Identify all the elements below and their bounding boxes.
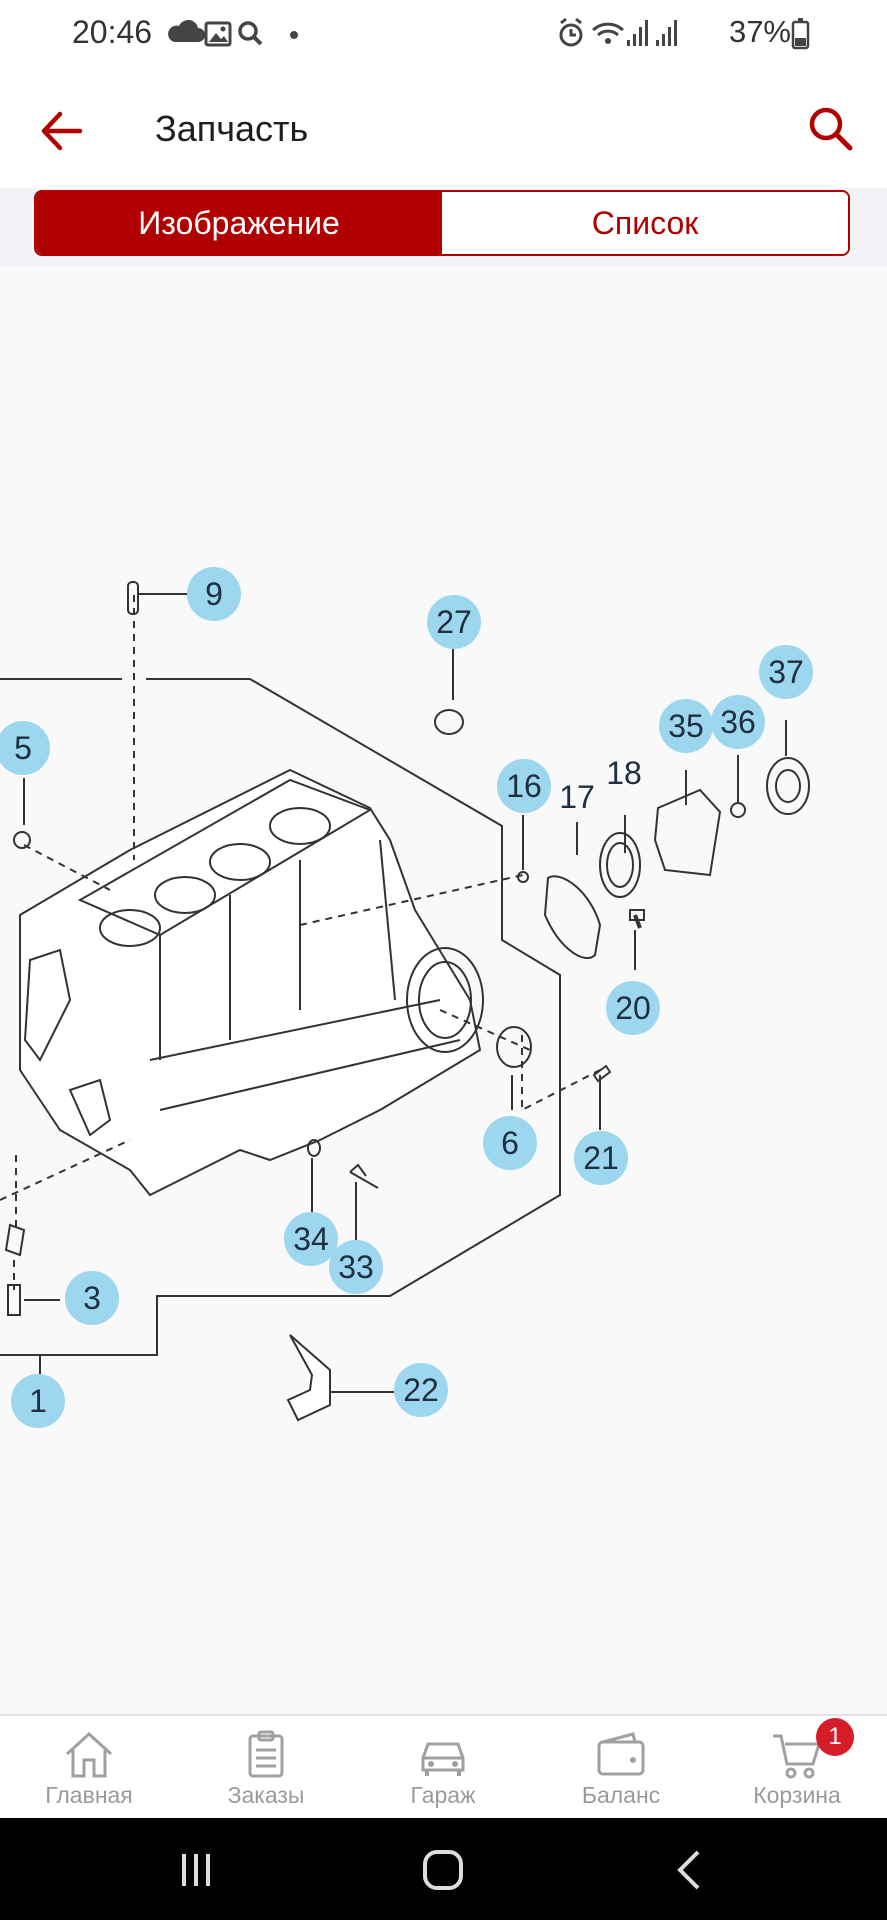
nav-balance[interactable]: Баланс — [546, 1716, 696, 1820]
back-system-button[interactable] — [660, 1848, 720, 1892]
callout-label: 9 — [205, 576, 223, 612]
callout-21[interactable]: 21 — [574, 1131, 628, 1185]
nav-cart[interactable]: 1 Корзина — [722, 1716, 872, 1820]
status-time: 20:46 — [72, 14, 153, 50]
car-icon — [421, 1742, 465, 1776]
callout-label: 16 — [506, 768, 542, 804]
search-icon — [238, 21, 263, 46]
cloud-icon — [168, 19, 205, 42]
bottom-nav: Главная Заказы Гараж Баланс 1 — [0, 1714, 887, 1818]
callout-16[interactable]: 16 — [497, 759, 551, 813]
callout-label: 18 — [606, 755, 642, 791]
signal-icon — [627, 20, 648, 46]
nav-garage[interactable]: Гараж — [368, 1716, 518, 1820]
callout-3[interactable]: 3 — [65, 1271, 119, 1325]
callout-18[interactable]: 18 — [606, 755, 642, 791]
nav-label: Баланс — [581, 1782, 661, 1808]
engine-block-diagram: 9 27 5 16 17 18 35 36 37 20 6 21 34 33 3… — [0, 567, 813, 1428]
callout-label: 21 — [583, 1140, 619, 1176]
callout-label: 37 — [768, 654, 804, 690]
callout-label: 22 — [403, 1372, 439, 1408]
home-circle-icon — [423, 1850, 463, 1890]
tab-image[interactable]: Изображение — [36, 192, 442, 254]
recents-button[interactable] — [166, 1848, 226, 1892]
callout-22[interactable]: 22 — [394, 1363, 448, 1417]
callout-label: 36 — [720, 704, 756, 740]
callout-35[interactable]: 35 — [659, 699, 713, 753]
callout-27[interactable]: 27 — [427, 595, 481, 649]
system-nav-bar — [0, 1818, 887, 1920]
nav-label: Корзина — [753, 1782, 841, 1808]
nav-label: Главная — [45, 1782, 133, 1808]
callout-label: 27 — [436, 604, 472, 640]
callout-1[interactable]: 1 — [11, 1374, 65, 1428]
search-button[interactable] — [805, 103, 857, 155]
cart-icon — [773, 1734, 822, 1779]
dot-icon — [290, 31, 298, 39]
callout-label: 5 — [14, 730, 32, 766]
battery-icon — [791, 18, 810, 50]
callout-9[interactable]: 9 — [187, 567, 241, 621]
back-button[interactable] — [36, 106, 86, 156]
nav-label: Заказы — [227, 1782, 305, 1808]
callout-34[interactable]: 34 — [284, 1212, 338, 1266]
callout-label: 1 — [29, 1383, 47, 1419]
nav-label: Гараж — [410, 1782, 476, 1808]
recents-icon — [182, 1854, 210, 1886]
cart-badge: 1 — [816, 1718, 854, 1756]
view-tabs: Изображение Список — [34, 190, 850, 256]
clipboard-icon — [248, 1730, 284, 1778]
nav-orders[interactable]: Заказы — [191, 1716, 341, 1820]
callout-label: 3 — [83, 1280, 101, 1316]
status-left-icons — [168, 19, 298, 47]
callout-20[interactable]: 20 — [606, 981, 660, 1035]
alarm-icon — [559, 17, 583, 47]
parts-diagram[interactable]: 9 27 5 16 17 18 35 36 37 20 6 21 34 33 3… — [0, 266, 887, 1714]
arrow-left-icon — [41, 111, 83, 151]
nav-home[interactable]: Главная — [14, 1716, 164, 1820]
callout-label: 6 — [501, 1125, 519, 1161]
signal-icon — [656, 20, 677, 46]
tab-list[interactable]: Список — [442, 192, 848, 254]
callout-label: 34 — [293, 1221, 329, 1257]
callout-label: 33 — [338, 1249, 374, 1285]
callout-5[interactable]: 5 — [0, 721, 50, 775]
callout-label: 20 — [615, 990, 651, 1026]
callout-37[interactable]: 37 — [759, 645, 813, 699]
callout-36[interactable]: 36 — [711, 695, 765, 749]
callout-33[interactable]: 33 — [329, 1240, 383, 1294]
app-bar: Запчасть — [0, 72, 887, 188]
image-icon — [204, 21, 232, 47]
wallet-icon — [597, 1732, 645, 1776]
status-bar: 20:46 37% — [0, 0, 887, 72]
callout-label: 17 — [559, 779, 595, 815]
page-title: Запчасть — [155, 108, 309, 149]
callout-6[interactable]: 6 — [483, 1116, 537, 1170]
callout-17[interactable]: 17 — [559, 779, 595, 815]
battery-percent: 37% — [728, 14, 791, 49]
status-right-icons — [559, 17, 810, 50]
tabs-area: Изображение Список — [0, 188, 887, 266]
back-chevron-icon — [677, 1850, 700, 1890]
home-icon — [65, 1731, 113, 1778]
home-system-button[interactable] — [413, 1848, 473, 1892]
wifi-icon — [591, 22, 625, 44]
callout-label: 35 — [668, 708, 704, 744]
search-icon — [809, 107, 853, 151]
